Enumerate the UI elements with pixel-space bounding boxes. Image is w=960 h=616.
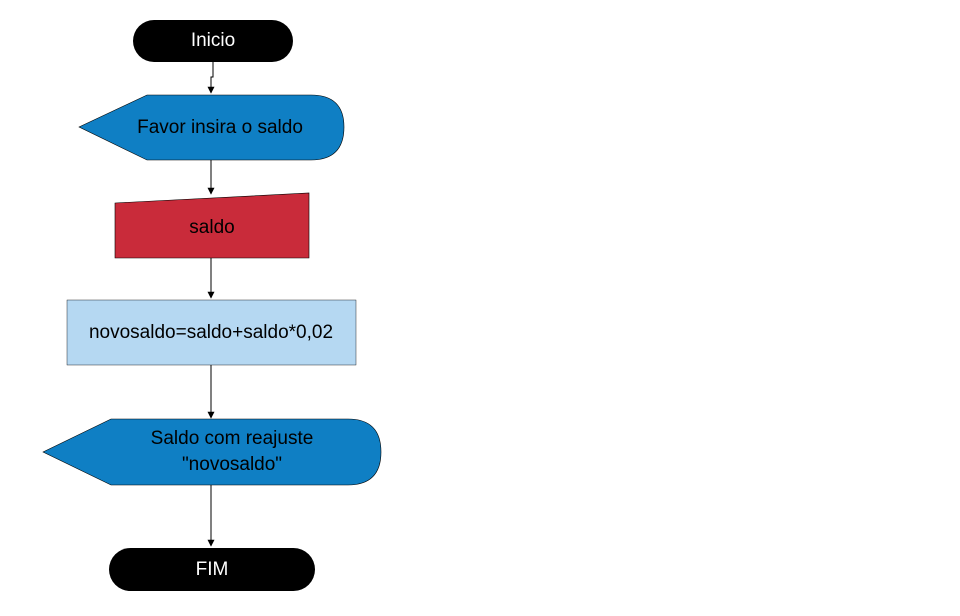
connectors (207, 62, 215, 547)
start-terminal: Inicio (133, 20, 293, 62)
input-shape: saldo (114, 192, 310, 259)
prompt-label: Favor insira o saldo (137, 117, 303, 138)
start-label: Inicio (191, 30, 235, 51)
connector-start-to-prompt (207, 62, 215, 94)
process-label: novosaldo=saldo+saldo*0,02 (89, 322, 333, 343)
input-shape-body (114, 192, 310, 259)
output-display: Saldo com reajuste "novosaldo" (42, 418, 382, 486)
output-label-line1: Saldo com reajuste (151, 428, 314, 449)
process-box: novosaldo=saldo+saldo*0,02 (66, 299, 357, 366)
end-terminal-shape (109, 548, 315, 591)
output-label-line2: "novosaldo" (182, 454, 282, 475)
output-display-shape (42, 418, 382, 486)
end-terminal: FIM (109, 548, 315, 591)
prompt-display-shape (78, 94, 345, 161)
process-box-shape (66, 299, 357, 366)
start-terminal-shape (133, 20, 293, 62)
input-label: saldo (189, 217, 234, 238)
prompt-display: Favor insira o saldo (78, 94, 345, 161)
end-label: FIM (196, 559, 229, 580)
